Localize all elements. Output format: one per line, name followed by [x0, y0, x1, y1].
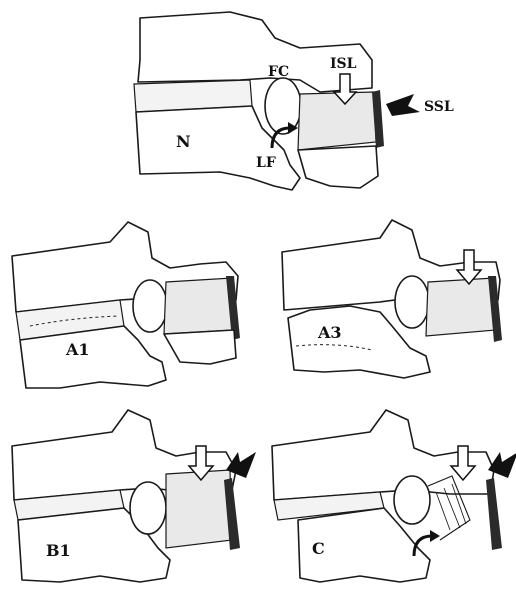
ssl-arrow: [386, 94, 420, 116]
panel-a3: A3: [282, 220, 502, 378]
lower-spinous-process: [298, 146, 378, 188]
b1-facet: [130, 482, 166, 534]
label-lf: LF: [256, 155, 276, 171]
panel-a1: A1: [12, 222, 240, 388]
panel-n: N FC ISL SSL LF: [134, 12, 454, 190]
label-c: C: [312, 539, 325, 558]
label-n: N: [176, 132, 191, 151]
c-facet: [394, 476, 430, 524]
c-lf-arrow-head: [430, 530, 440, 542]
a3-facet: [395, 276, 429, 328]
a1-interspinous-ligament: [164, 278, 234, 334]
label-a3: A3: [317, 323, 342, 342]
a1-lower-spinous: [164, 330, 236, 364]
c-ssl: [486, 478, 502, 550]
label-a1: A1: [65, 340, 90, 359]
upper-vertebra: [138, 12, 372, 92]
a3-interspinous-ligament: [426, 278, 496, 336]
label-b1: B1: [46, 541, 71, 560]
b1-interspinous-ligament: [166, 470, 232, 548]
label-fc: FC: [268, 64, 289, 80]
label-ssl: SSL: [424, 99, 454, 115]
a1-facet: [133, 280, 167, 332]
facet-capsule: [265, 78, 301, 134]
panel-b1: B1: [12, 410, 256, 582]
interspinous-ligament: [298, 92, 376, 150]
panel-c: C: [272, 410, 516, 582]
label-isl: ISL: [330, 56, 357, 72]
